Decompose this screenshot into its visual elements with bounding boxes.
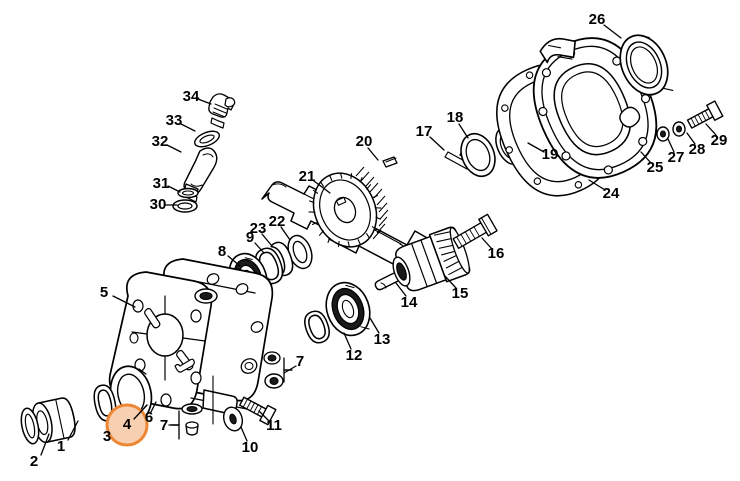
gear-teeth-shading [355, 166, 389, 240]
part-pinion-assembly [304, 213, 498, 344]
callout-leader-15 [443, 274, 457, 289]
callout-label-18[interactable]: 18 [447, 109, 464, 126]
part-13-ball-bearing [325, 281, 371, 337]
callout-label-13[interactable]: 13 [374, 331, 391, 348]
housing-slots [144, 307, 195, 373]
part-12-circlip [304, 310, 330, 344]
callout-leader-33 [180, 123, 196, 132]
callout-label-27[interactable]: 27 [668, 149, 685, 166]
callout-leader-19 [527, 142, 545, 153]
callout-label-12[interactable]: 12 [346, 347, 363, 364]
callout-leader-13 [369, 317, 380, 334]
callout-leader-12 [343, 332, 352, 350]
callout-leader-lines [40, 24, 717, 456]
callout-leader-1 [67, 420, 79, 441]
callout-leader-14 [395, 282, 407, 297]
callout-leader-5 [112, 295, 136, 308]
callout-leader-26 [603, 24, 622, 39]
callout-label-5[interactable]: 5 [100, 284, 108, 301]
callout-label-32[interactable]: 32 [152, 133, 169, 150]
callout-leader-29 [705, 123, 717, 136]
callout-label-7[interactable]: 7 [160, 417, 168, 434]
part-cover-assembly [460, 34, 724, 197]
callout-leader-24 [588, 179, 606, 191]
callout-label-20[interactable]: 20 [356, 133, 373, 150]
part-33-seal-ring [194, 130, 220, 148]
callout-leader-21 [313, 180, 331, 194]
callout-leader-16 [481, 237, 493, 250]
callout-label-29[interactable]: 29 [711, 132, 728, 149]
part-27-lock-washer [656, 126, 670, 142]
callout-label-34[interactable]: 34 [183, 88, 200, 105]
part-16-hex-bolt [452, 213, 498, 250]
housing-bolt-bosses [129, 299, 202, 407]
callout-label-22[interactable]: 22 [269, 213, 286, 230]
callout-label-31[interactable]: 31 [153, 175, 170, 192]
callout-leader-25 [640, 151, 652, 164]
part-5-housing [108, 258, 274, 425]
part-22-snap-ring [287, 234, 313, 270]
callout-label-4[interactable]: 4 [123, 416, 132, 433]
part-2-o-ring [20, 407, 40, 445]
callout-leader-22 [280, 226, 291, 241]
callout-label-11[interactable]: 11 [266, 417, 282, 434]
callout-leader-31 [167, 185, 181, 193]
callout-leader-11 [258, 410, 270, 422]
callout-leader-6 [150, 401, 157, 413]
part-15-pinion-gear [392, 226, 471, 292]
part-10-flat-washer [222, 406, 244, 432]
callout-leader-18 [458, 123, 469, 139]
part-18-oil-seal [460, 132, 496, 178]
part-26-oil-seal-large [619, 34, 674, 96]
callout-label-6[interactable]: 6 [145, 409, 153, 426]
part-29-hex-bolt [686, 100, 724, 129]
callout-leader-17 [429, 136, 445, 151]
callout-leader-27 [667, 138, 675, 153]
callout-label-21[interactable]: 21 [299, 168, 316, 185]
part-30-washer [172, 199, 198, 213]
highlight-overlay [105, 403, 149, 447]
part-28-washer [672, 121, 686, 137]
part-oil-filler-assembly [172, 93, 236, 213]
callout-label-30[interactable]: 30 [150, 196, 167, 213]
callout-leader-20 [367, 147, 379, 161]
callout-leader-9 [254, 242, 265, 254]
callout-label-3[interactable]: 3 [103, 428, 111, 445]
callout-label-10[interactable]: 10 [242, 439, 259, 456]
callout-leader-7 [283, 365, 297, 374]
callout-label-9[interactable]: 9 [246, 229, 254, 246]
callout-label-24[interactable]: 24 [603, 185, 620, 202]
callout-label-19[interactable]: 19 [542, 146, 559, 163]
callout-label-23[interactable]: 23 [250, 220, 267, 237]
callout-label-26[interactable]: 26 [589, 11, 606, 28]
callout-leader-32 [166, 144, 182, 153]
callout-label-2[interactable]: 2 [30, 453, 38, 470]
callout-leader-10 [240, 426, 248, 442]
part-21-gear [308, 166, 389, 248]
housing-rear-lugs [206, 273, 264, 374]
callout-label-25[interactable]: 25 [647, 159, 664, 176]
callout-label-15[interactable]: 15 [452, 285, 469, 302]
part-34-breather-valve [208, 93, 236, 129]
callout-label-17[interactable]: 17 [416, 123, 433, 140]
part-7-plug-washer-upper [263, 351, 293, 389]
callout-label-33[interactable]: 33 [166, 112, 183, 129]
callout-label-28[interactable]: 28 [689, 141, 706, 158]
callout-leader-23 [261, 233, 273, 247]
callout-label-7b[interactable]: 7 [296, 353, 304, 370]
callout-label-8[interactable]: 8 [218, 243, 226, 260]
callout-leader-2 [40, 433, 50, 456]
part-main-housing-group [20, 258, 293, 445]
part-20-key [382, 156, 398, 168]
callout-label-1[interactable]: 1 [57, 438, 65, 455]
part-31-o-ring-small [177, 187, 199, 199]
callout-leader-28 [686, 132, 696, 145]
callout-label-16[interactable]: 16 [488, 245, 505, 262]
callout-leader-8 [227, 255, 241, 267]
callout-label-14[interactable]: 14 [401, 294, 418, 311]
callout-leader-4-top [133, 404, 148, 420]
callout-leader-34 [197, 98, 212, 105]
